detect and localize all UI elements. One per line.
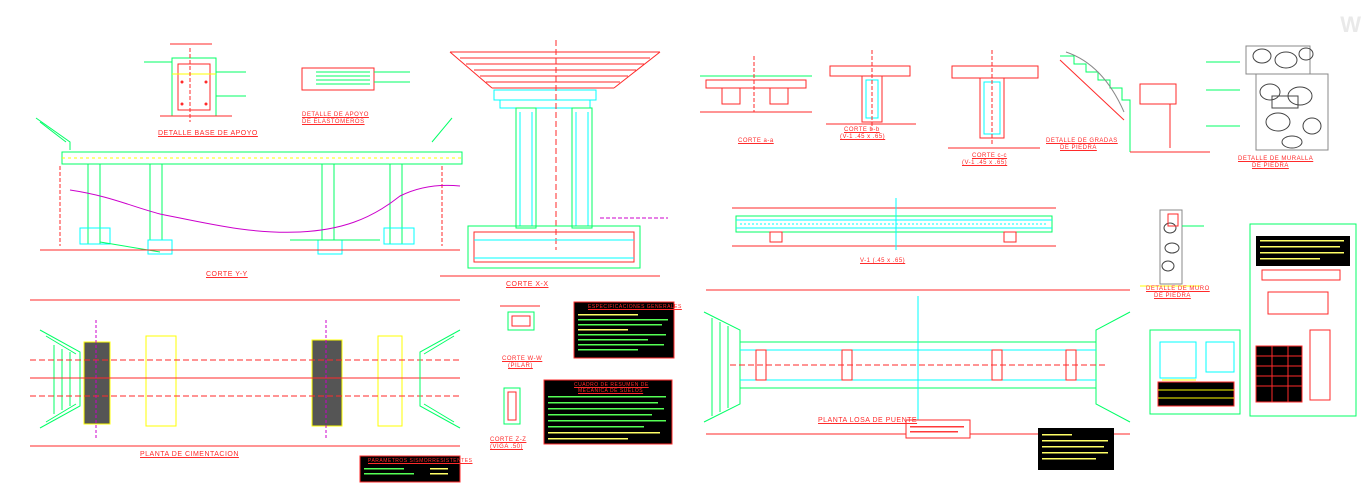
title-apoyo-elastomeros-1: DETALLE DE APOYO	[302, 112, 369, 118]
section-aa	[700, 56, 812, 113]
reinforcement-panel	[1249, 223, 1357, 417]
stone-wall-detail	[1206, 45, 1329, 151]
title-muro-2: DE PIEDRA	[1154, 293, 1191, 299]
title-corte-cc-1: CORTE c-c	[972, 153, 1008, 159]
title-corte-zz-2: (VIGA .50)	[490, 444, 524, 450]
foundation-plan	[30, 299, 461, 447]
title-parametros: PARAMETROS SISMORRESISTENTES	[368, 458, 473, 464]
title-gradas-1: DETALLE DE GRADAS	[1046, 138, 1118, 144]
title-base-apoyo: DETALLE BASE DE APOYO	[158, 130, 258, 137]
deck-notes-panel	[905, 419, 971, 439]
anchorage-detail	[1159, 341, 1235, 381]
title-apoyo-elastomeros-2: DE ELASTOMEROS	[302, 119, 365, 125]
general-notes-panel	[1038, 428, 1114, 470]
base-apoyo-detail	[144, 43, 246, 122]
title-corte-bb-2: (V-1 .45 x .65)	[840, 134, 886, 140]
anchor-table-panel	[1149, 329, 1241, 415]
stone-retaining-wall-detail	[1140, 209, 1204, 287]
title-gradas-2: DE PIEDRA	[1060, 145, 1097, 151]
title-planta-cimentacion: PLANTA DE CIMENTACION	[140, 451, 239, 458]
specifications-panel	[573, 301, 675, 359]
soil-summary-panel	[543, 379, 673, 445]
elastomer-support-detail	[301, 67, 410, 91]
title-cuadro-1: CUADRO DE RESUMEN DE	[574, 382, 649, 388]
section-cc	[948, 50, 1040, 149]
title-muralla-1: DETALLE DE MURALLA	[1238, 156, 1314, 162]
beam-section-zz	[503, 387, 521, 425]
title-corte-aa: CORTE a-a	[738, 138, 774, 144]
title-corte-bb-1: CORTE b-b	[844, 127, 880, 133]
abutment-section-xx	[440, 40, 668, 277]
title-especificaciones: ESPECIFICACIONES GENERALES	[588, 304, 682, 310]
title-corte-yy: CORTE Y-Y	[206, 271, 248, 278]
watermark-logo: W	[1340, 12, 1361, 37]
section-bb	[826, 50, 916, 130]
title-muro-1: DETALLE DE MURO	[1146, 286, 1210, 292]
beam-v1-elevation	[732, 198, 1056, 250]
title-cuadro-2: MECANICA DE SUELOS	[578, 388, 644, 394]
title-corte-ww-1: CORTE W-W	[502, 356, 543, 362]
title-corte-cc-2: (V-1 .45 x .65)	[962, 160, 1008, 166]
seismic-params-panel	[359, 455, 461, 483]
title-planta-losa: PLANTA LOSA DE PUENTE	[818, 417, 918, 424]
pier-section-ww	[500, 305, 540, 331]
stone-steps-detail	[1059, 51, 1210, 153]
title-corte-ww-2: (PILAR)	[508, 363, 533, 369]
title-viga: V-1 (.45 x .65)	[860, 258, 906, 264]
title-corte-xx: CORTE X-X	[506, 281, 549, 288]
bridge-elevation-yy	[35, 117, 463, 255]
title-corte-zz-1: CORTE Z-Z	[490, 437, 527, 443]
title-muralla-2: DE PIEDRA	[1252, 163, 1289, 169]
bridge-deck-plan	[703, 289, 1131, 435]
